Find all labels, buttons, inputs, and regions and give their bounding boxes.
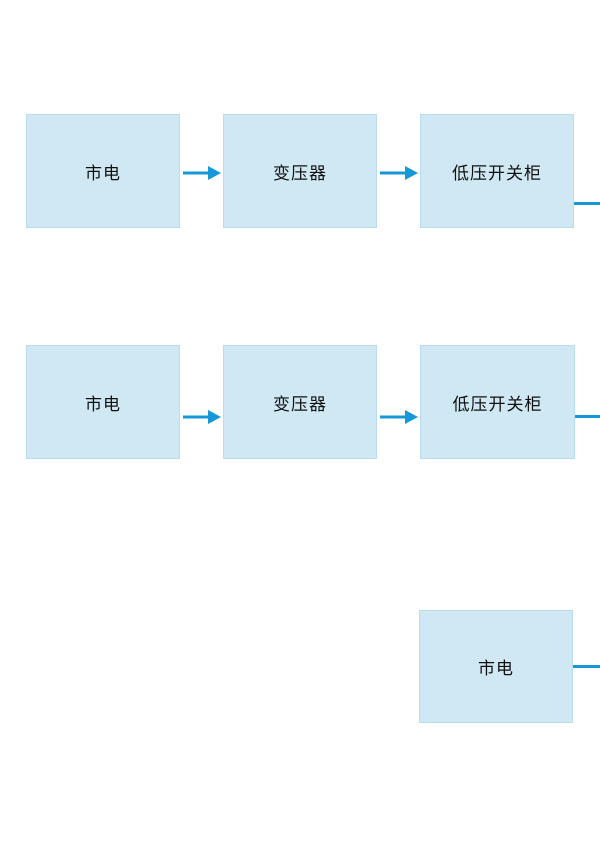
node-mains-power-row2: 市电 (26, 345, 180, 459)
node-lv-switchgear-row2: 低压开关柜 (420, 345, 575, 459)
node-transformer-row2: 变压器 (223, 345, 377, 459)
connector-line-offcanvas-row2 (575, 415, 600, 418)
node-label: 变压器 (273, 163, 327, 183)
node-label: 低压开关柜 (452, 163, 542, 183)
node-label: 低压开关柜 (452, 394, 543, 414)
connector-line-offcanvas-row1 (574, 202, 600, 205)
flow-arrow-right-icon (183, 166, 221, 180)
node-lv-switchgear-row1: 低压开关柜 (420, 114, 574, 228)
node-label: 变压器 (273, 394, 327, 414)
node-label: 市电 (85, 163, 121, 183)
node-mains-power-row3: 市电 (419, 610, 573, 723)
flow-arrow-right-icon (183, 410, 221, 424)
connector-line-offcanvas-row3 (573, 665, 600, 668)
flow-arrow-right-icon (380, 410, 418, 424)
node-label: 市电 (85, 394, 121, 414)
node-transformer-row1: 变压器 (223, 114, 377, 228)
node-mains-power-row1: 市电 (26, 114, 180, 228)
node-label: 市电 (478, 659, 514, 678)
flow-arrow-right-icon (380, 166, 418, 180)
